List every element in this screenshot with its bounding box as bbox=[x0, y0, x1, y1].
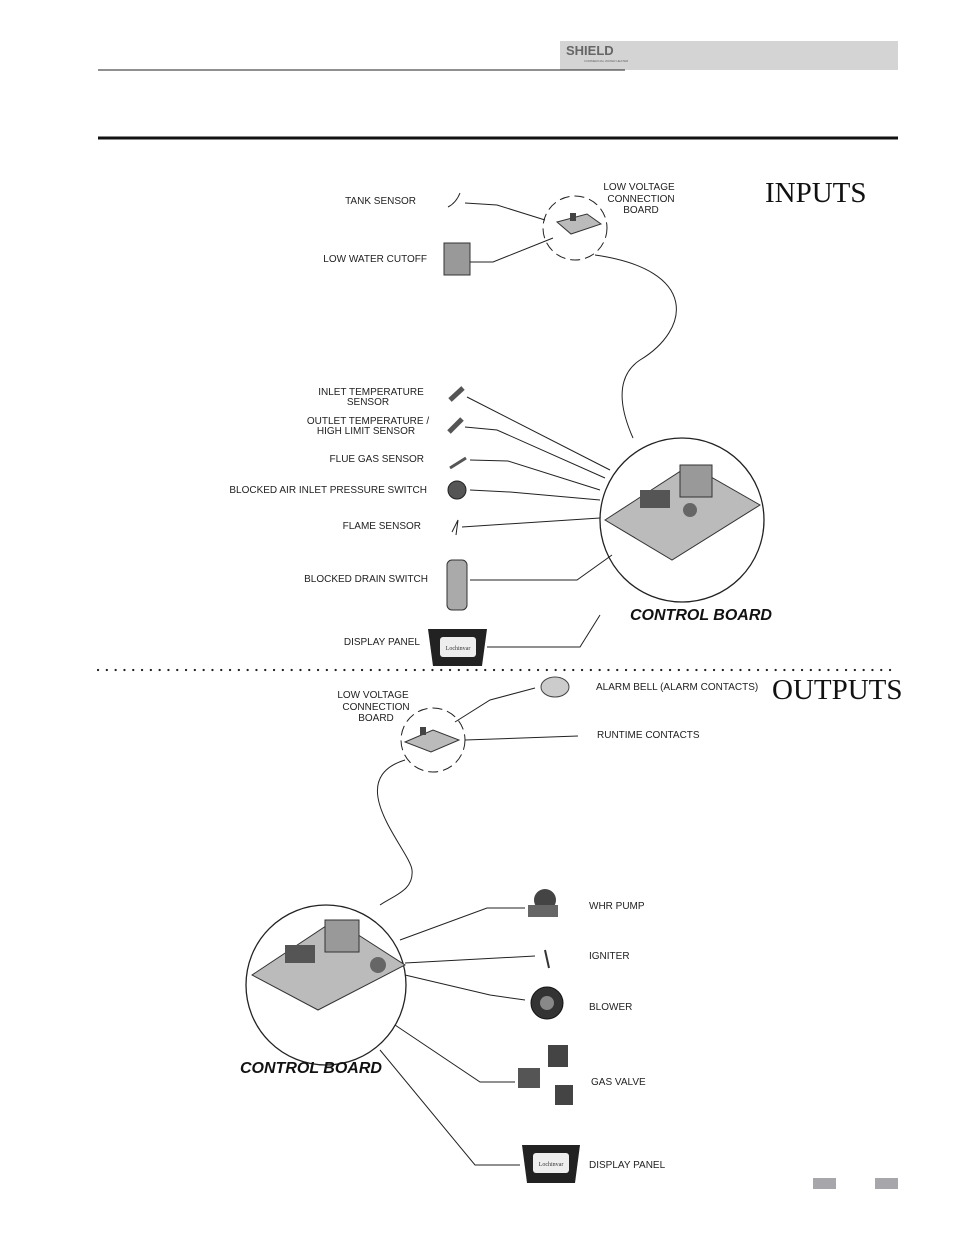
svg-text:CONNECTION: CONNECTION bbox=[342, 702, 409, 713]
outlet-temp-label: OUTLET TEMPERATURE / HIGH LIMIT SENSOR bbox=[307, 416, 429, 437]
lv-board-circle bbox=[542, 195, 608, 261]
low-water-cutoff-icon bbox=[443, 242, 471, 276]
flue-gas-label: FLUE GAS SENSOR bbox=[330, 454, 424, 465]
inputs-title: INPUTS bbox=[765, 177, 867, 209]
footer-tab-left bbox=[813, 1178, 836, 1189]
flame-sensor-label: FLAME SENSOR bbox=[343, 521, 421, 532]
svg-text:SENSOR: SENSOR bbox=[347, 397, 389, 408]
footer-tab-right bbox=[875, 1178, 898, 1189]
out-control-board-icon bbox=[251, 919, 406, 1011]
control-board-label: CONTROL BOARD bbox=[630, 607, 772, 624]
out-display-panel-label: DISPLAY PANEL bbox=[589, 1160, 666, 1171]
svg-text:CONNECTION: CONNECTION bbox=[607, 194, 674, 205]
svg-text:Lochinvar: Lochinvar bbox=[446, 646, 471, 652]
out-lv-board-icon bbox=[403, 727, 461, 753]
lv-board-icon bbox=[555, 213, 603, 235]
alarm-bell-icon bbox=[540, 676, 570, 698]
svg-text:LOW VOLTAGE: LOW VOLTAGE bbox=[603, 182, 675, 193]
igniter-label: IGNITER bbox=[589, 951, 630, 962]
whr-pump-icon bbox=[528, 889, 558, 917]
svg-text:INLET TEMPERATURE: INLET TEMPERATURE bbox=[318, 387, 424, 398]
svg-text:BOARD: BOARD bbox=[358, 713, 394, 724]
low-water-cutoff-label: LOW WATER CUTOFF bbox=[323, 254, 427, 265]
gas-valve-icon bbox=[518, 1045, 573, 1105]
drain-switch-icon bbox=[446, 559, 468, 611]
svg-text:Lochinvar: Lochinvar bbox=[539, 1162, 564, 1168]
alarm-bell-label: ALARM BELL (ALARM CONTACTS) bbox=[596, 682, 758, 693]
blower-label: BLOWER bbox=[589, 1002, 632, 1013]
out-lv-board-label: LOW VOLTAGE CONNECTION BOARD bbox=[337, 690, 409, 724]
inlet-temp-label: INLET TEMPERATURE SENSOR bbox=[318, 387, 424, 408]
display-panel-icon: Lochinvar bbox=[428, 629, 487, 666]
blocked-air-label: BLOCKED AIR INLET PRESSURE SWITCH bbox=[229, 485, 427, 496]
tank-sensor-label: TANK SENSOR bbox=[345, 196, 416, 207]
display-panel-label: DISPLAY PANEL bbox=[344, 637, 421, 648]
whr-pump-label: WHR PUMP bbox=[589, 901, 645, 912]
out-control-board-label: CONTROL BOARD bbox=[240, 1060, 382, 1077]
pressure-switch-icon bbox=[447, 480, 467, 500]
svg-text:OUTLET TEMPERATURE /: OUTLET TEMPERATURE / bbox=[307, 416, 429, 427]
header-bar bbox=[560, 41, 898, 70]
control-board-icon bbox=[604, 464, 761, 561]
svg-text:LOW VOLTAGE: LOW VOLTAGE bbox=[337, 690, 409, 701]
blocked-drain-label: BLOCKED DRAIN SWITCH bbox=[304, 574, 428, 585]
igniter-icon bbox=[544, 949, 550, 969]
lv-board-label: LOW VOLTAGE CONNECTION BOARD bbox=[603, 182, 675, 216]
inlet-temp-icon bbox=[448, 386, 465, 402]
flue-gas-icon bbox=[449, 456, 467, 470]
gas-valve-label: GAS VALVE bbox=[591, 1077, 646, 1088]
shield-logo-sub: COMMERCIAL WATER HEATER bbox=[584, 59, 629, 63]
out-cable bbox=[377, 759, 413, 906]
flame-sensor-icon bbox=[451, 519, 459, 536]
svg-text:HIGH LIMIT SENSOR: HIGH LIMIT SENSOR bbox=[317, 426, 415, 437]
tank-sensor-icon bbox=[447, 192, 461, 208]
out-display-panel-icon: Lochinvar bbox=[522, 1145, 580, 1183]
runtime-label: RUNTIME CONTACTS bbox=[597, 730, 700, 741]
lv-to-board-cable bbox=[594, 254, 677, 439]
outlet-temp-icon bbox=[447, 417, 464, 434]
svg-text:BOARD: BOARD bbox=[623, 205, 659, 216]
shield-logo: SHIELD bbox=[566, 43, 614, 58]
outputs-title: OUTPUTS bbox=[772, 674, 903, 706]
